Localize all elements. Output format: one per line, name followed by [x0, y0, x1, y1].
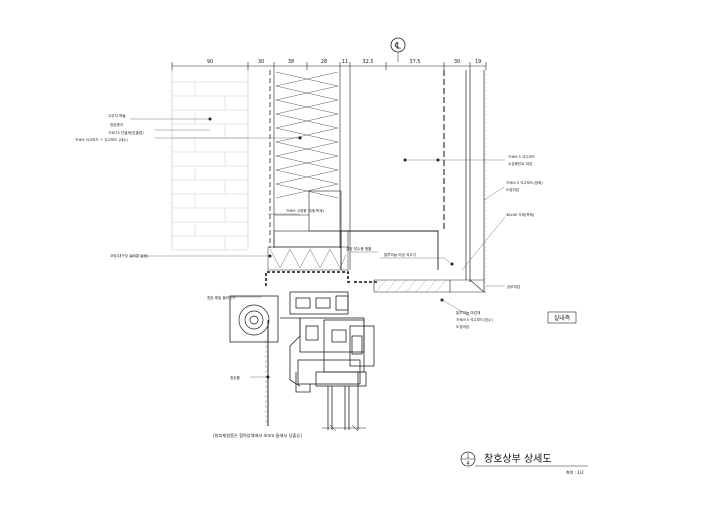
- leader-lines: [130, 118, 506, 378]
- label-gypsum-fire: THK9.5 석고보드(방화): [505, 180, 543, 185]
- label-insulation: THK75 단열재(압출법): [107, 130, 144, 135]
- dim-label: 90: [207, 59, 213, 65]
- insulation: [273, 70, 341, 248]
- ceiling-finish: [373, 279, 486, 293]
- label-paint: 수성페인트 마감: [508, 161, 533, 166]
- dim-label: 37.5: [409, 59, 420, 65]
- dim-label: 32.5: [362, 59, 373, 65]
- label-gypsum-water: THK9.5 석고보드(방수): [455, 317, 493, 322]
- label-frame: 창호틀: [230, 375, 241, 380]
- dim-label: 30: [258, 59, 264, 65]
- label-gypsum-left: THK9 석고보드 + 석고보드 (내수): [74, 137, 129, 142]
- installation-note: [창호제원품은 협력업체에서 4mm 틈에서 당출승]: [213, 432, 302, 439]
- sheet-reference: 4: [466, 461, 469, 467]
- label-bottom-paint: 도장마감: [456, 324, 470, 329]
- label-brick: 고무지 벽돌: [108, 113, 126, 118]
- label-top-finish: 상부마감: [507, 284, 521, 289]
- roller-blind-icon: [229, 295, 279, 426]
- bottom-insulation: [267, 246, 349, 271]
- room-label: 실내측: [554, 314, 571, 322]
- drawing-scale: 축척 : 1/2: [566, 469, 584, 475]
- label-membrane: 방습층지: [110, 122, 123, 127]
- label-aluminum: 알루미늄 타공 씌우기: [384, 252, 416, 257]
- seal-outline: [265, 271, 378, 286]
- label-gypsum-right: THK9.5 석고보드: [507, 154, 536, 159]
- ceiling-hatch: [375, 279, 447, 293]
- dimension-string: 90 30 38 28 11 32.5 37.5 30 19: [171, 59, 487, 290]
- centerline-icon: ℄: [390, 37, 406, 62]
- dim-label: 38: [288, 59, 294, 65]
- detail-number: 1: [466, 454, 469, 460]
- glazing: [327, 372, 359, 430]
- centerline-symbol: ℄: [394, 42, 401, 52]
- brick-veneer: [171, 70, 249, 251]
- l-angle: [340, 230, 439, 270]
- window-frame: [280, 291, 375, 393]
- dim-label: 19: [475, 59, 481, 65]
- dim-label: 11: [342, 59, 348, 65]
- header-timber: [273, 190, 349, 248]
- room-tag: 실내측: [547, 311, 577, 324]
- section-cut-icon: [322, 424, 366, 432]
- leader-dot-icon: [208, 117, 454, 379]
- interior-board: [465, 70, 485, 292]
- label-timber: THK9 고정용 각재(목재): [285, 208, 324, 213]
- label-aluminum-finish: 알루미늄 마감재: [456, 310, 480, 315]
- dim-label: 30: [454, 59, 460, 65]
- label-seal-form: 실링 방수용 형틀: [346, 246, 372, 251]
- drawing-title: 창호상부 상세도: [484, 453, 552, 465]
- label-caulking: 코킹(내구성 실리콘 실링): [110, 253, 149, 258]
- label-battens: 36x30 각재(목재): [506, 212, 535, 217]
- label-blind: 창호 레일 블라인드: [207, 295, 236, 300]
- label-coating: 도장마감: [506, 187, 520, 192]
- dim-label: 28: [321, 59, 327, 65]
- detail-marker-icon: 1 4: [460, 451, 588, 467]
